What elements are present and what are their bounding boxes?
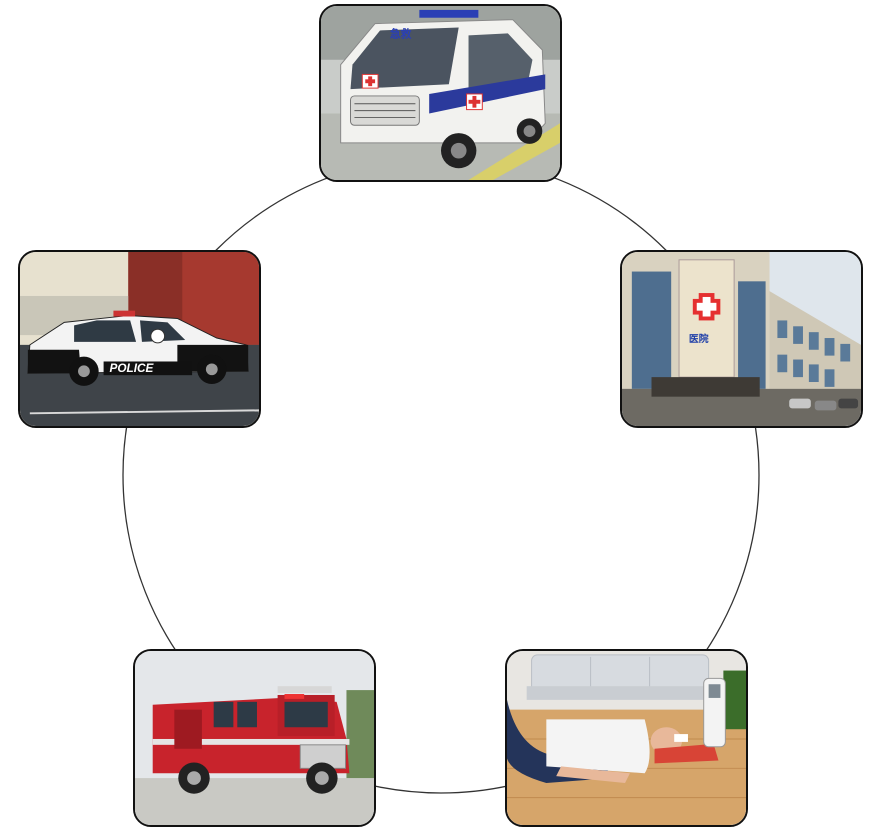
card-hospital: 医院 — [620, 250, 863, 428]
hospital-building-photo: 医院 — [622, 252, 861, 426]
ambulance-photo: 急救 — [321, 6, 560, 180]
ambulance-lettering: 急救 — [390, 27, 412, 40]
card-ambulance: 急救 — [319, 4, 562, 182]
fire-truck-photo — [135, 651, 374, 825]
card-fire-truck — [133, 649, 376, 827]
card-patient — [505, 649, 748, 827]
police-lettering: POLICE — [110, 362, 155, 375]
hospital-lettering: 医院 — [689, 332, 709, 345]
patient-on-floor-photo — [507, 651, 746, 825]
police-car-photo: POLICE — [20, 252, 259, 426]
card-police-car: POLICE — [18, 250, 261, 428]
